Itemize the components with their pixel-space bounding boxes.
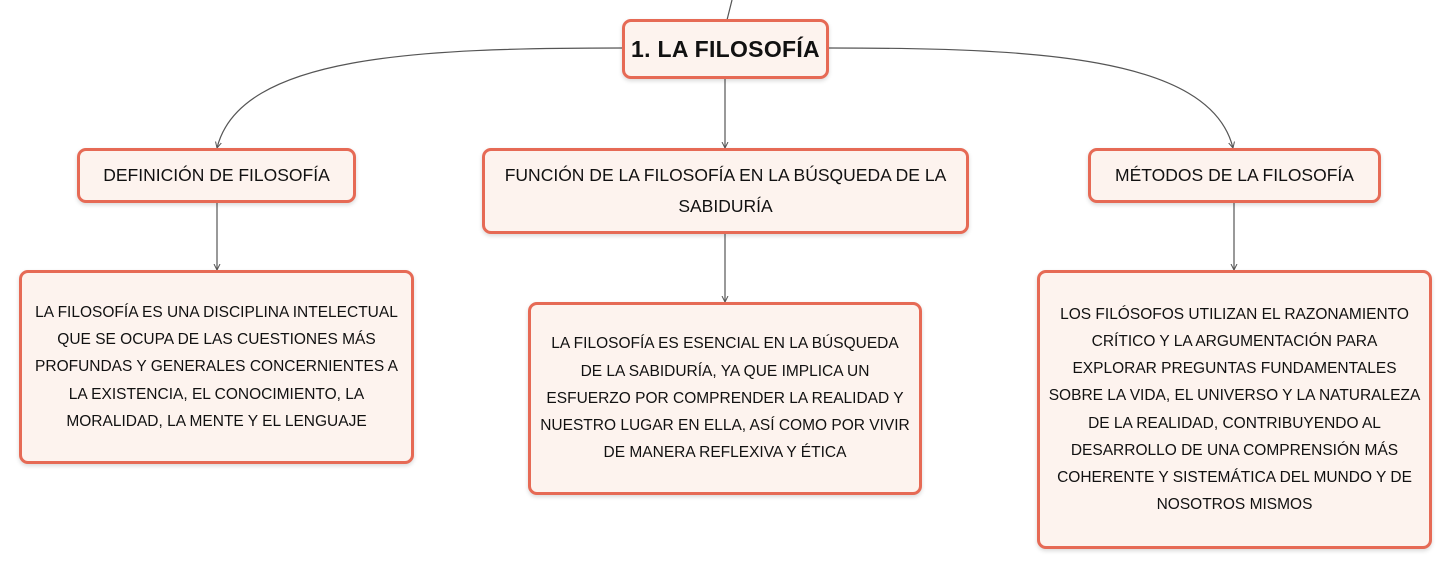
detail-metodos[interactable]: Los filósofos utilizan el razonamiento c… xyxy=(1037,270,1432,549)
detail-funcion-text: La filosofía es esencial en la búsqueda … xyxy=(540,335,910,462)
connector-parent-to-root xyxy=(726,0,733,21)
branch-definicion-title: Definición de Filosofía xyxy=(103,165,330,185)
branch-funcion-title: Función de la filosofía en la búsqueda d… xyxy=(504,165,947,216)
branch-funcion[interactable]: Función de la filosofía en la búsqueda d… xyxy=(482,148,969,234)
branch-metodos-title: Métodos de la Filosofía xyxy=(1115,165,1354,185)
connector-root-to-metodos xyxy=(828,47,1233,148)
detail-definicion[interactable]: La filosofía es una disciplina intelectu… xyxy=(19,270,414,464)
root-label: 1. La Filosofía xyxy=(631,35,820,62)
connector-root-to-definicion xyxy=(217,47,623,148)
detail-definicion-text: La filosofía es una disciplina intelectu… xyxy=(35,303,398,430)
root-node[interactable]: 1. La Filosofía xyxy=(622,19,829,79)
detail-funcion[interactable]: La filosofía es esencial en la búsqueda … xyxy=(528,302,922,495)
branch-metodos[interactable]: Métodos de la Filosofía xyxy=(1088,148,1381,203)
detail-metodos-text: Los filósofos utilizan el razonamiento c… xyxy=(1048,305,1421,514)
branch-definicion[interactable]: Definición de Filosofía xyxy=(77,148,356,203)
